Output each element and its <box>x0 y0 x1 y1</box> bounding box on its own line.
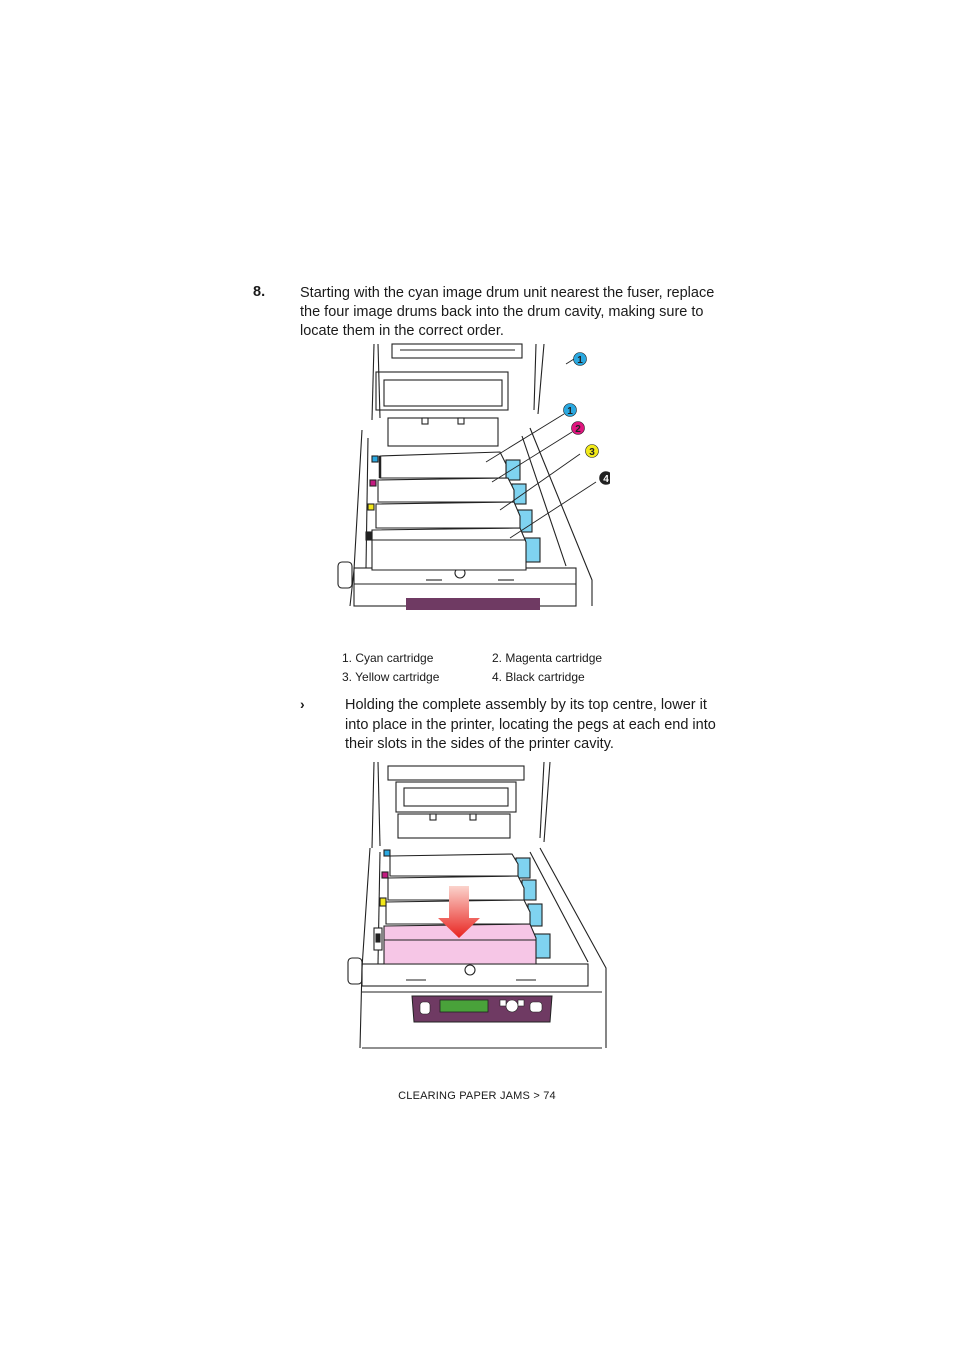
bullet-icon: › <box>300 696 305 712</box>
legend-magenta: 2. Magenta cartridge <box>492 651 603 665</box>
assembly-highlight <box>383 923 537 965</box>
legend-cyan: 1. Cyan cartridge <box>342 651 434 665</box>
callout-2: 2 <box>571 421 585 435</box>
callout-1: 1 <box>563 403 577 417</box>
page-footer: CLEARING PAPER JAMS > 74 <box>398 1090 556 1102</box>
step-instruction: Starting with the cyan image drum unit n… <box>300 285 715 339</box>
svg-text:1: 1 <box>567 406 573 417</box>
step-number: 8. <box>253 284 266 300</box>
svg-text:3: 3 <box>589 447 595 458</box>
legend-black: 4. Black cartridge <box>492 670 585 684</box>
lcd-display <box>439 999 489 1013</box>
control-panel-strip <box>406 598 540 610</box>
substep-instruction: Holding the complete assembly by its top… <box>345 697 716 752</box>
svg-text:1: 1 <box>577 355 583 366</box>
printer-drums-diagram: 1 1 2 3 4 <box>337 343 610 610</box>
printer-insert-diagram <box>347 761 607 1049</box>
down-arrow-icon <box>438 886 480 938</box>
callout-4: 4 <box>599 471 610 485</box>
legend-yellow: 3. Yellow cartridge <box>342 670 440 684</box>
svg-text:2: 2 <box>575 424 581 435</box>
svg-text:4: 4 <box>603 474 609 485</box>
callout-3: 3 <box>585 444 599 458</box>
callout-1-top: 1 <box>573 352 587 366</box>
